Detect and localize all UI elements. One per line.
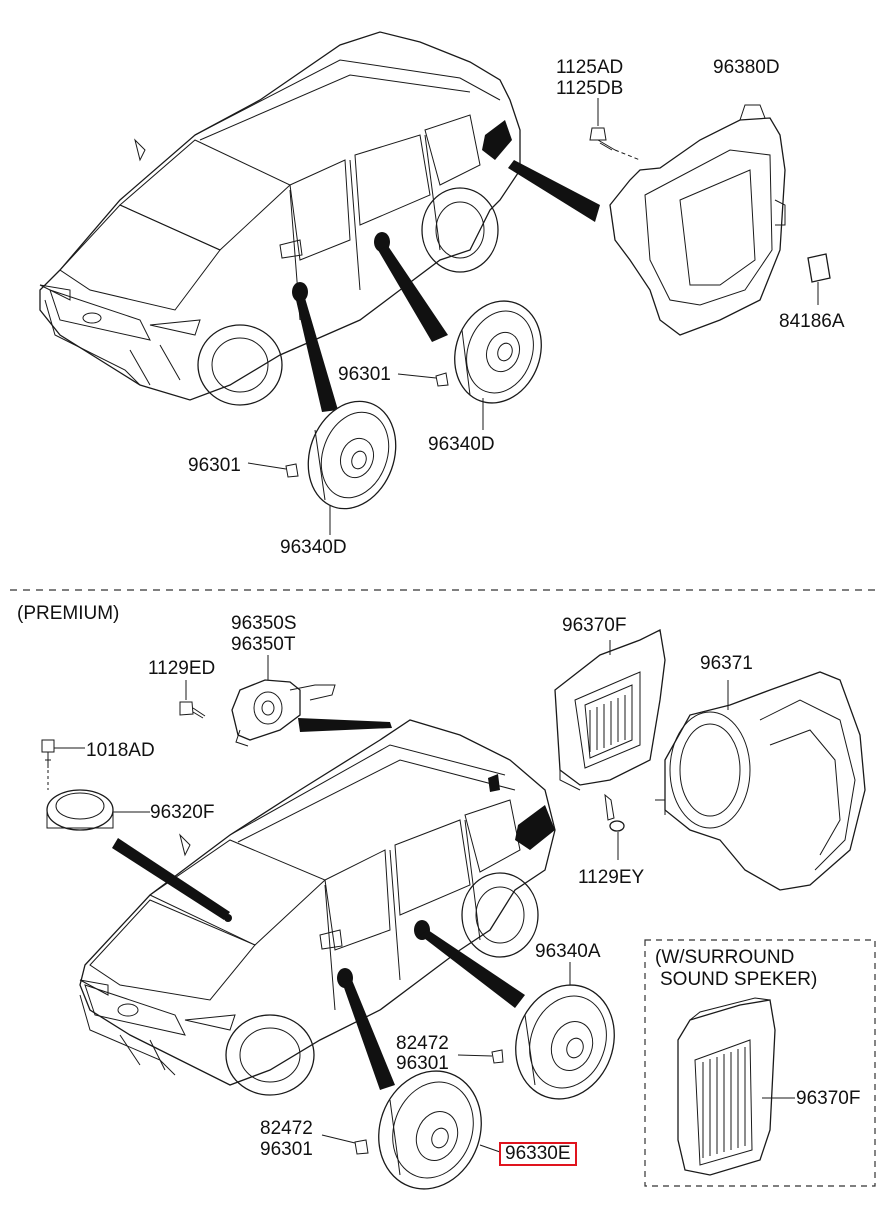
label-82472-rear: 82472 (396, 1033, 449, 1054)
label-96340d-front: 96340D (280, 537, 347, 558)
label-82472-front: 82472 (260, 1118, 313, 1139)
label-96301-front-bottom: 96301 (260, 1139, 313, 1160)
bolt-1018ad (41, 739, 85, 790)
label-1129ey: 1129EY (578, 867, 645, 888)
leader-wedges-top (296, 160, 600, 412)
label-96370f-surround: 96370F (796, 1088, 861, 1109)
speaker-96340d-front (307, 400, 397, 535)
label-96301-rear: 96301 (338, 364, 391, 385)
bolt-1129ed (179, 680, 206, 719)
suv-top (39, 31, 521, 406)
section-title-premium: (PREMIUM) (17, 603, 120, 624)
speaker-96340a (515, 962, 615, 1100)
speaker-96320f (46, 789, 150, 831)
leader-wedges-bottom (112, 718, 525, 1090)
inset-title-line2: SOUND SPEKER) (660, 969, 818, 990)
woofer-96371 (655, 671, 866, 891)
clip-84186a (807, 253, 831, 305)
tweeter-96350s (231, 655, 336, 747)
label-96370f: 96370F (562, 615, 627, 636)
suv-bottom (79, 719, 556, 1096)
label-96301-rear-bottom: 96301 (396, 1053, 449, 1074)
label-96301-front: 96301 (188, 455, 241, 476)
speaker-96330e (378, 1070, 501, 1190)
speaker-96340d-rear (454, 300, 542, 430)
screw-96301-rear (397, 372, 449, 387)
surround-inset-box (644, 939, 876, 1187)
label-1018ad: 1018AD (86, 740, 155, 761)
label-96350t: 96350T (231, 634, 296, 655)
screw-96301-rear-bottom (457, 1049, 504, 1064)
label-1125ad: 1125AD (556, 57, 624, 78)
label-96340a: 96340A (535, 941, 601, 962)
label-96330e-highlighted[interactable]: 96330E (499, 1142, 577, 1166)
amp-96370f-surround (677, 997, 795, 1176)
label-96340d-rear: 96340D (428, 434, 495, 455)
bolt-1129ey (604, 793, 625, 860)
screw-96301-front-bottom (321, 1134, 369, 1155)
label-96350s: 96350S (231, 613, 297, 634)
label-1129ed: 1129ED (148, 658, 216, 679)
label-96371: 96371 (700, 653, 753, 674)
amp-96370f (554, 629, 666, 791)
label-96380d: 96380D (713, 57, 780, 78)
label-84186a: 84186A (779, 311, 845, 332)
label-96320f: 96320F (150, 802, 215, 823)
amp-96380d (609, 104, 786, 336)
screw-96301-front (247, 462, 299, 478)
inset-title-line1: (W/SURROUND (655, 947, 795, 968)
bolt-1125ad (589, 98, 641, 161)
label-1125db: 1125DB (556, 78, 624, 99)
